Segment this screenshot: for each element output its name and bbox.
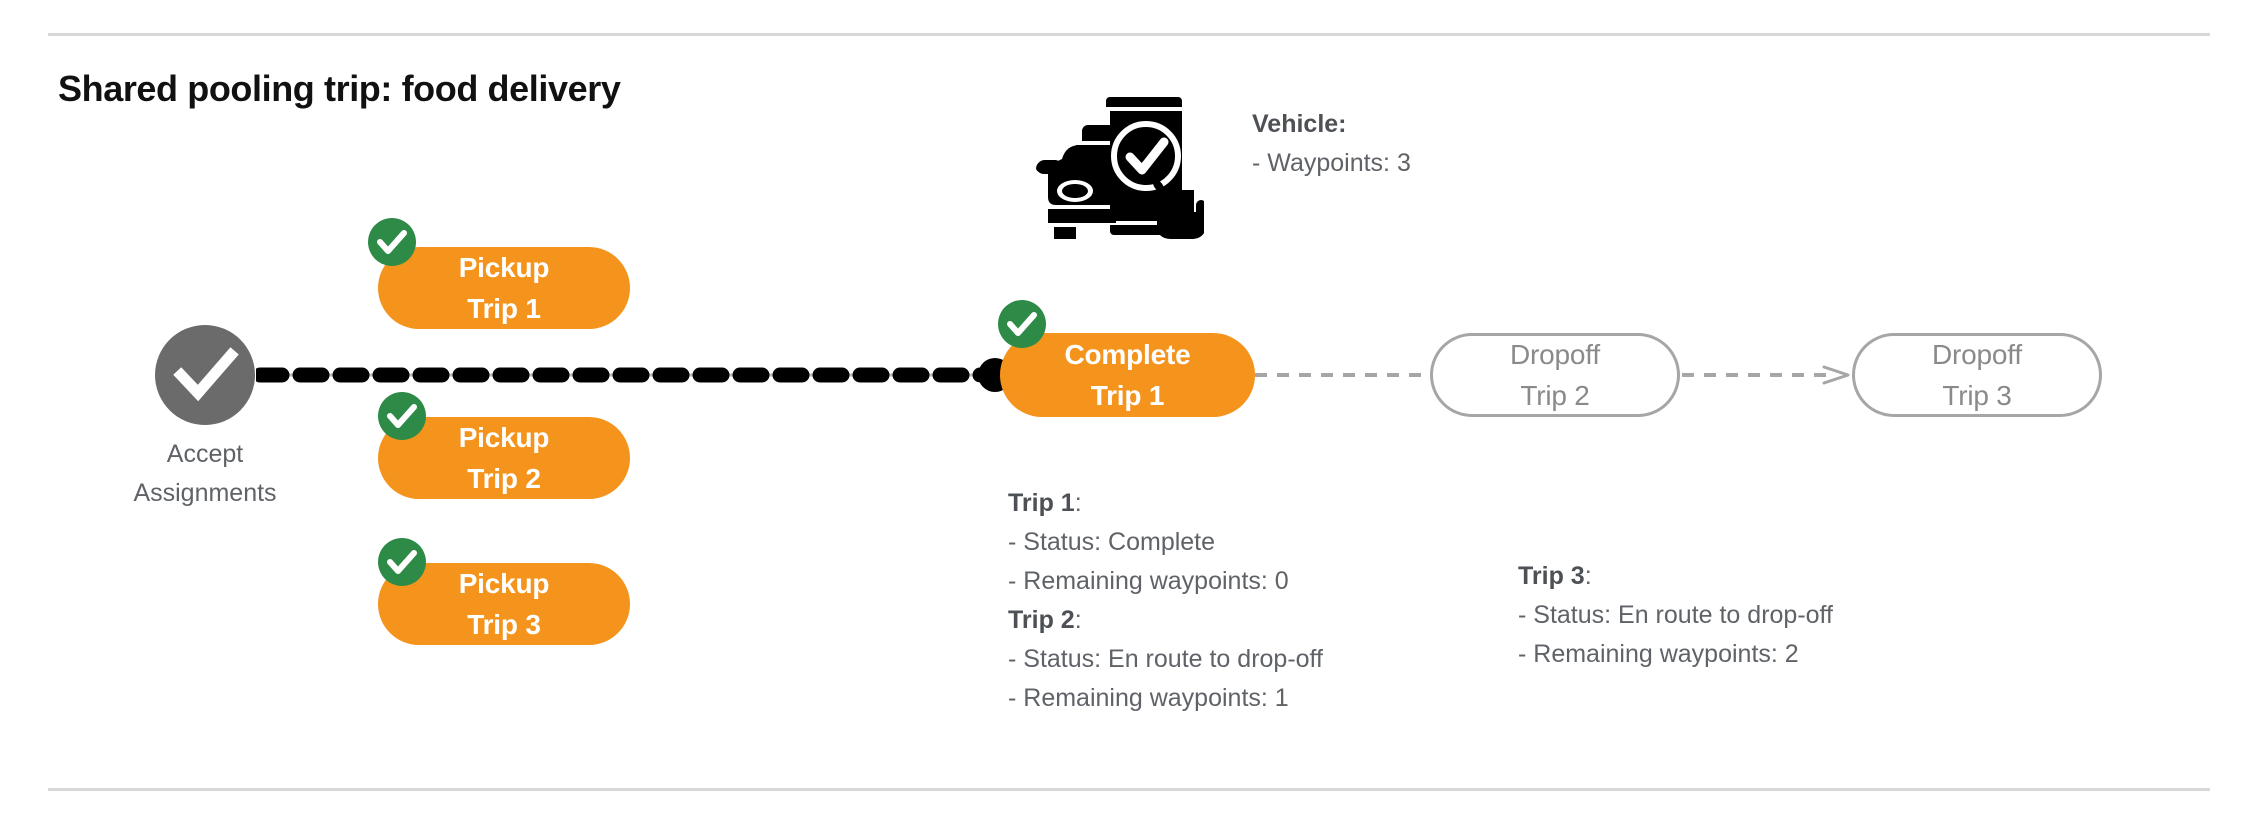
- trip1-heading-colon: :: [1074, 489, 1082, 517]
- vehicle-waypoints: - Waypoints: 3: [1252, 149, 1411, 177]
- accept-label-line1: Accept: [166, 440, 244, 468]
- pickup-trip-2-check-badge: [378, 392, 426, 440]
- complete-to-dropoff2-connector: [1255, 367, 1430, 383]
- pickup-trip-3-check-badge: [378, 538, 426, 586]
- pickup-trip-3-line2: Trip 3: [467, 609, 541, 640]
- trip2-remaining-waypoints: - Remaining waypoints: 1: [1008, 684, 1289, 712]
- pickup-trip-1-line1: Pickup: [458, 252, 550, 283]
- pickup-trip-2-line2: Trip 2: [467, 463, 541, 494]
- trip3-heading-colon: :: [1584, 562, 1592, 590]
- page-title: Shared pooling trip: food delivery: [58, 68, 621, 109]
- check-icon: [155, 325, 255, 425]
- divider-top: [48, 33, 2210, 36]
- trip1-status: - Status: Complete: [1008, 528, 1216, 556]
- vehicle-info-heading-row: Vehicle:: [1252, 105, 1411, 144]
- pickup-trip-1-check-badge: [368, 218, 416, 266]
- trip2-heading-row: Trip 2:: [1008, 601, 1323, 640]
- trip2-status: - Status: En route to drop-off: [1008, 645, 1323, 673]
- accept-assignments-node[interactable]: Accept Assignments: [133, 325, 277, 507]
- dropoff-trip-2-line1: Dropoff: [1510, 339, 1600, 370]
- pickup-trip-1-line2: Trip 1: [467, 293, 541, 324]
- dropoff-trip-3-line2: Trip 3: [1942, 380, 2012, 411]
- pickup-trip-3-line1: Pickup: [458, 568, 550, 599]
- car-phone-check-icon: [1032, 83, 1206, 241]
- trip3-remaining-waypoints: - Remaining waypoints: 2: [1518, 640, 1799, 668]
- dropoff-trip-2-line2: Trip 2: [1520, 380, 1590, 411]
- accept-to-complete-connector: [252, 366, 1000, 384]
- vehicle-heading: Vehicle: [1252, 110, 1339, 138]
- trip1-heading-row: Trip 1:: [1008, 484, 1323, 523]
- complete-trip-1-check-badge: [998, 300, 1046, 348]
- divider-bottom: [48, 788, 2210, 791]
- trip1-remaining-waypoints: - Remaining waypoints: 0: [1008, 567, 1289, 595]
- dropoff-trip-3-line1: Dropoff: [1932, 339, 2022, 370]
- trip2-heading: Trip 2: [1008, 606, 1075, 634]
- trip3-heading-row: Trip 3:: [1518, 557, 1833, 596]
- pickup-trip-1-node[interactable]: Pickup Trip 1: [378, 247, 630, 329]
- accept-label-line2: Assignments: [133, 479, 277, 507]
- vehicle-heading-colon: :: [1338, 110, 1347, 138]
- pickup-trip-2-line1: Pickup: [458, 422, 550, 453]
- complete-trip-1-line1: Complete: [1064, 339, 1191, 370]
- trip3-status: - Status: En route to drop-off: [1518, 601, 1833, 629]
- dropoff-trip-3-node[interactable]: Dropoff Trip 3: [1852, 333, 2102, 417]
- trip-info-left-block: Trip 1: - Status: Complete - Remaining w…: [1008, 484, 1323, 718]
- trip3-heading: Trip 3: [1518, 562, 1585, 590]
- accept-assignments-label: Accept Assignments: [90, 435, 320, 513]
- trip2-heading-colon: :: [1074, 606, 1082, 634]
- trip-info-right-block: Trip 3: - Status: En route to drop-off -…: [1518, 557, 1833, 674]
- trip1-heading: Trip 1: [1008, 489, 1075, 517]
- complete-trip-1-node[interactable]: Complete Trip 1: [1000, 333, 1255, 417]
- dropoff-trip-2-node[interactable]: Dropoff Trip 2: [1430, 333, 1680, 417]
- complete-trip-1-line2: Trip 1: [1090, 380, 1165, 411]
- dropoff2-to-dropoff3-connector: [1682, 365, 1854, 385]
- vehicle-info-block: Vehicle: - Waypoints: 3: [1252, 105, 1411, 183]
